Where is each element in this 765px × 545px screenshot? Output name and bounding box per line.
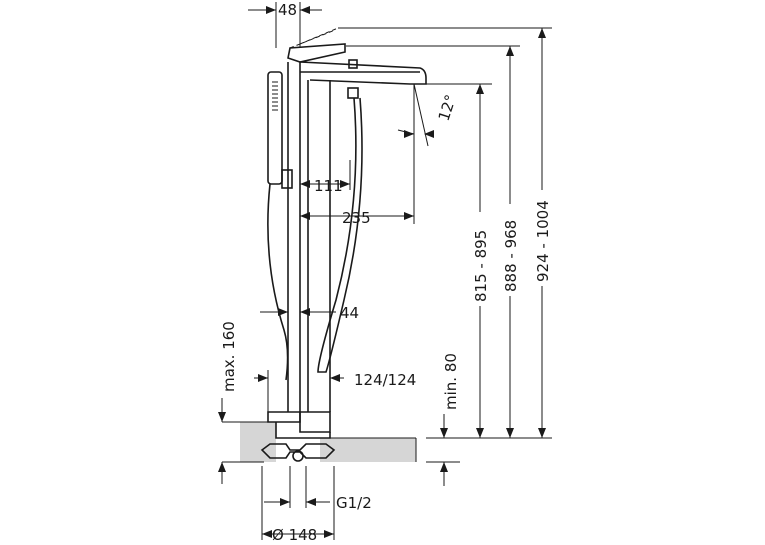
dim-base-diameter: Ø 148 [272, 526, 317, 544]
dim-pillar-diameter: 44 [340, 304, 359, 322]
dim-spout-height: 815 - 895 [472, 230, 490, 302]
spout [299, 61, 427, 85]
floor-connection [260, 443, 336, 459]
shower-hose-left [267, 183, 289, 381]
dim-lever-width: 48 [278, 1, 297, 19]
dimension-lines [218, 2, 552, 540]
shower-holder [281, 169, 293, 189]
bath-mixer-body [260, 27, 427, 462]
dim-max-height: max. 160 [220, 321, 238, 392]
dim-hose-clearance: 124/124 [354, 371, 416, 389]
floor-section [240, 421, 417, 462]
diverter-knob [348, 59, 358, 69]
dimension-labels: 48 12° 111 235 44 124/124 max. 160 min. … [220, 1, 552, 544]
dim-spout-offset: 111 [314, 177, 343, 195]
connection-nut [292, 450, 304, 462]
hand-shower [267, 71, 283, 185]
floor-left-fill [240, 422, 276, 462]
base-plate-left [267, 411, 301, 423]
dim-connection: G1/2 [336, 494, 372, 512]
dim-total-height: 924 - 1004 [534, 200, 552, 282]
lever [287, 43, 346, 63]
dim-body-height: 888 - 968 [502, 220, 520, 292]
floor-right-fill [320, 438, 416, 462]
dim-spout-angle: 12° [435, 92, 460, 123]
shower-hose [317, 97, 363, 373]
base-plate-right [299, 411, 331, 433]
hose-connector [347, 87, 359, 99]
dim-spout-reach: 235 [342, 209, 371, 227]
dim-min-floor: min. 80 [442, 353, 460, 410]
